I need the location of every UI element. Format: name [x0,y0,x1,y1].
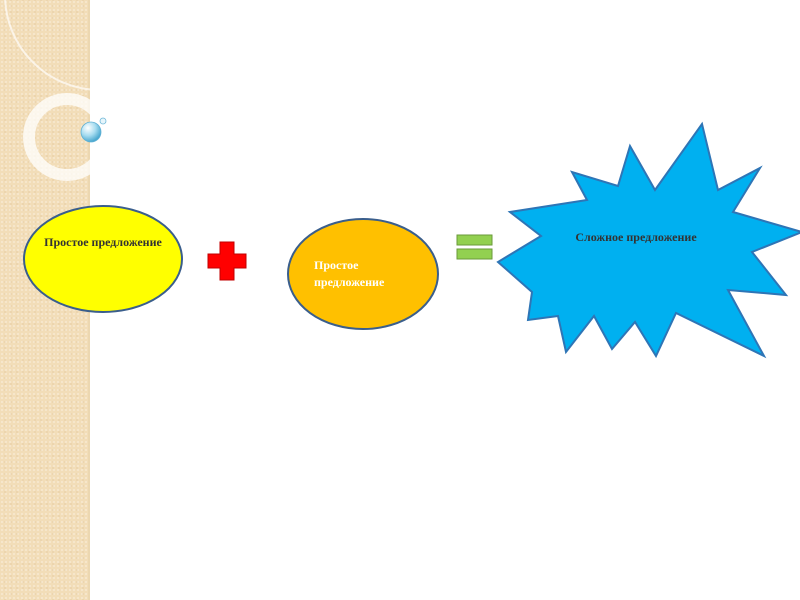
plus-shape [207,241,247,281]
bubble-small [99,117,107,125]
large-ring [4,0,196,91]
left-operand-ellipse [23,205,183,313]
left-operand-label: Простое предложение [44,235,162,249]
result-starburst [496,121,800,359]
bubble-large [80,121,102,143]
right-operand-label: Простое предложение [314,258,385,289]
plus-icon [207,241,247,281]
equals-bar-top [456,234,493,246]
equals-bar-bottom [456,248,493,260]
right-operand-ellipse [287,218,439,330]
result-label: Сложное предложение [575,230,697,244]
decorative-rings [4,0,196,181]
equals-icon [456,234,493,260]
thick-ring [23,93,111,181]
